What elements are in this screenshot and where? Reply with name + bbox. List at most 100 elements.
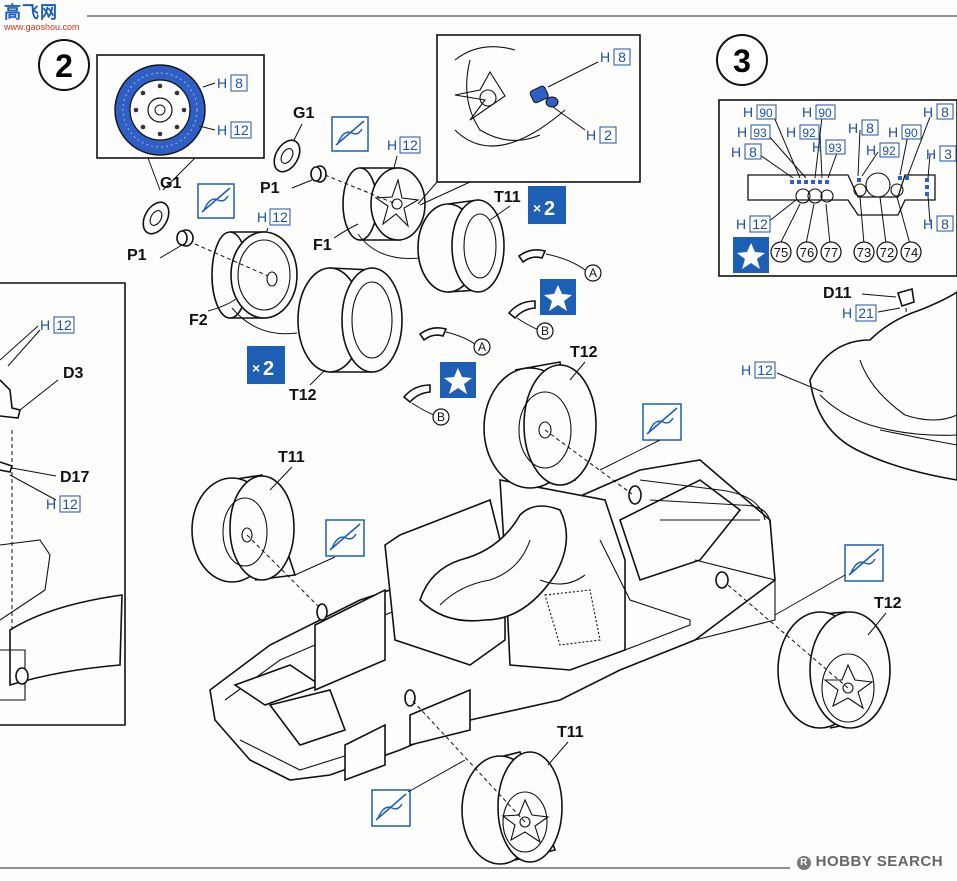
svg-text:93: 93 <box>828 141 842 155</box>
svg-text:21: 21 <box>858 305 874 321</box>
svg-text:90: 90 <box>904 126 918 140</box>
label-g1-top: G1 <box>293 105 314 122</box>
decal-number-73: 73 <box>853 241 875 263</box>
tire-t12-right <box>727 584 891 729</box>
svg-text:H: H <box>586 127 596 143</box>
svg-text:H: H <box>741 362 751 378</box>
no-glue-icon-bottom <box>371 789 411 827</box>
svg-text:H: H <box>842 305 852 321</box>
svg-text:H: H <box>600 49 610 65</box>
watermark-bottom-mark: R <box>797 856 811 870</box>
svg-text:8: 8 <box>235 75 243 91</box>
svg-text:H: H <box>40 317 50 333</box>
wheel-f1 <box>324 167 426 241</box>
svg-text:2: 2 <box>604 127 612 143</box>
svg-text:H: H <box>812 139 822 155</box>
svg-text:8: 8 <box>618 49 626 65</box>
watermark-bottom-logo: HOBBY SEARCH <box>815 853 944 870</box>
svg-text:H: H <box>848 120 858 136</box>
label-f2: F2 <box>189 312 208 329</box>
no-glue-icon <box>197 183 235 219</box>
svg-text:72: 72 <box>880 245 894 260</box>
svg-text:H: H <box>743 104 753 120</box>
body-cowl <box>809 291 957 481</box>
paint-code-h12-disc: H 12 <box>217 121 252 139</box>
svg-text:A: A <box>478 340 486 354</box>
label-d17: D17 <box>60 469 89 486</box>
wheel-f2 <box>194 231 298 319</box>
tire-t11-step2 <box>417 199 505 293</box>
paint-code-h12-left-top: H 12 <box>40 316 75 334</box>
svg-text:H: H <box>786 124 796 140</box>
svg-text:×: × <box>252 360 260 376</box>
svg-text:8: 8 <box>749 144 757 160</box>
brake-disc-inset <box>96 54 265 191</box>
watermark-top: 高飞网 www.gaoshou.com <box>4 4 80 33</box>
svg-text:92: 92 <box>882 144 896 158</box>
chassis <box>209 459 776 782</box>
step-2-number: 2 <box>38 39 90 91</box>
label-d3: D3 <box>63 365 84 382</box>
paint-code-h8-mid: H 8 <box>848 119 879 136</box>
svg-text:H: H <box>888 124 898 140</box>
watermark-bottom: R HOBBY SEARCH <box>797 853 943 870</box>
svg-text:H: H <box>923 216 933 232</box>
valve-inset <box>417 34 641 206</box>
decal-number-75: 75 <box>770 241 792 263</box>
paint-code-h2-valve: H 2 <box>586 126 617 144</box>
svg-text:75: 75 <box>774 245 788 260</box>
paint-code-h3: H 3 <box>926 145 957 162</box>
qty-badge-x2-t12: × 2 <box>247 346 285 384</box>
svg-text:90: 90 <box>818 106 832 120</box>
label-t11-step2: T11 <box>494 189 521 206</box>
decal-number-72: 72 <box>876 241 898 263</box>
svg-text:74: 74 <box>904 245 918 260</box>
brake-disc-g1-left <box>142 201 170 235</box>
svg-text:12: 12 <box>272 209 288 225</box>
decal-strip-a-lower: A <box>418 327 491 356</box>
decal-number-74: 74 <box>900 241 922 263</box>
paint-code-h8-top-right: H 8 <box>923 103 954 120</box>
svg-text:8: 8 <box>941 104 949 120</box>
svg-text:×: × <box>533 200 541 216</box>
svg-text:H: H <box>926 146 936 162</box>
label-p1-top: P1 <box>260 180 280 197</box>
paint-code-h12-body: H 12 <box>741 361 824 393</box>
svg-text:H: H <box>257 209 267 225</box>
paint-code-h90-b: H 90 <box>802 104 836 120</box>
paint-code-h12-left-mid: H 12 <box>46 495 81 513</box>
no-glue-icon-rear <box>642 403 682 441</box>
svg-text:2: 2 <box>55 48 73 84</box>
part-d11 <box>861 287 915 308</box>
paint-code-h92-a: H 92 <box>786 124 820 140</box>
svg-text:H: H <box>387 137 397 153</box>
label-t11-front: T11 <box>278 449 305 466</box>
svg-text:H: H <box>866 142 876 158</box>
watermark-top-url: www.gaoshou.com <box>4 22 80 32</box>
svg-text:H: H <box>923 104 933 120</box>
svg-text:12: 12 <box>62 496 78 512</box>
svg-text:12: 12 <box>56 317 72 333</box>
svg-text:H: H <box>46 496 56 512</box>
no-glue-icon-front <box>325 519 365 557</box>
label-g1-left: G1 <box>160 175 181 192</box>
svg-text:B: B <box>437 410 445 424</box>
svg-text:76: 76 <box>800 245 814 260</box>
label-p1-left: P1 <box>127 247 147 264</box>
svg-text:H: H <box>731 144 741 160</box>
label-f1: F1 <box>313 237 332 254</box>
svg-text:3: 3 <box>944 146 952 162</box>
tire-t11-front <box>191 474 321 609</box>
pin-p1-top <box>310 165 327 183</box>
svg-text:8: 8 <box>941 216 949 232</box>
svg-text:73: 73 <box>857 245 871 260</box>
paint-code-h90-a: H 90 <box>743 104 777 120</box>
label-t12-rear: T12 <box>570 344 598 361</box>
svg-text:12: 12 <box>233 122 249 138</box>
tire-t12-rear <box>483 361 633 495</box>
svg-text:90: 90 <box>759 106 773 120</box>
svg-text:93: 93 <box>753 126 767 140</box>
paint-code-h12-dash: H 12 <box>736 215 771 233</box>
svg-text:12: 12 <box>402 137 418 153</box>
